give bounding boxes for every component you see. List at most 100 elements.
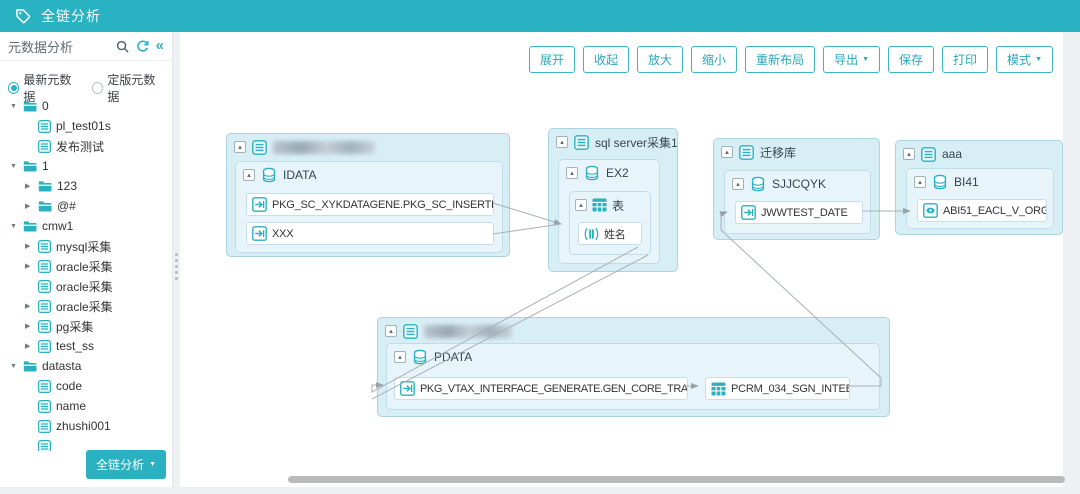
database-box-idata[interactable]: IDATA PKG_SC_XYKDATAGENE.PKG_SC_INSERTDA…	[235, 161, 503, 253]
expand-arrow-right-icon[interactable]: ▶	[25, 263, 31, 270]
node-xxx[interactable]: XXX	[246, 222, 494, 245]
search-icon[interactable]	[116, 40, 129, 53]
collapse-group-button[interactable]	[914, 176, 926, 188]
doc-icon	[38, 399, 51, 413]
metadata-version-radios: 最新元数据 定版元数据	[0, 61, 172, 111]
expand-arrow-right-icon[interactable]: ▶	[25, 303, 31, 310]
radio-latest-metadata[interactable]: 最新元数据	[8, 71, 80, 105]
toolbar-button-放大[interactable]: 放大	[637, 46, 684, 73]
tree-item-datasta[interactable]: ▼datasta	[0, 356, 172, 376]
tree-item-oracle采集[interactable]: oracle采集	[0, 276, 172, 296]
expand-arrow-right-icon[interactable]: ▶	[25, 243, 31, 250]
collapse-group-button[interactable]	[721, 146, 733, 158]
lineage-canvas[interactable]: 展开 收起放大缩小重新布局导出保存打印 模式 IDATA PKG_SC_XYKDAT…	[180, 32, 1065, 487]
group-sqlserver[interactable]: sql server采集1 EX2 表 姓名	[548, 128, 678, 272]
refresh-icon[interactable]	[136, 39, 149, 53]
node-label: JWWTEST_DATE	[761, 206, 848, 219]
collapse-group-button[interactable]	[575, 199, 587, 211]
tree-item-1[interactable]: ▼1	[0, 156, 172, 176]
horizontal-scrollbar[interactable]	[288, 476, 1065, 483]
node-abi51-eacl-v-org[interactable]: ABI51_EACL_V_ORG	[917, 199, 1047, 222]
toolbar-button-label: 模式	[1007, 53, 1032, 67]
expand-arrow-right-icon[interactable]: ▶	[25, 203, 31, 210]
tree-item-label: oracle采集	[56, 299, 113, 314]
collapse-group-button[interactable]	[903, 148, 915, 160]
toolbar-button-重新布局[interactable]: 重新布局	[745, 46, 816, 73]
tree-item-name[interactable]: name	[0, 396, 172, 416]
tree-item-test_ss[interactable]: ▶test_ss	[0, 336, 172, 356]
database-box-pdata[interactable]: PDATA PKG_VTAX_INTERFACE_GENERATE.GEN_CO…	[386, 343, 880, 410]
datasource-icon	[739, 144, 754, 160]
tree-item-0[interactable]: ▼0	[0, 96, 172, 116]
full-chain-analysis-label: 全链分析	[96, 458, 145, 472]
collapse-group-button[interactable]	[385, 325, 397, 337]
tree-item-@#[interactable]: ▶@#	[0, 196, 172, 216]
expand-arrow-right-icon[interactable]: ▶	[25, 323, 31, 330]
procedure-icon	[252, 226, 267, 241]
tree-item-zhushi001[interactable]: zhushi001	[0, 416, 172, 436]
table-group-name: 表	[612, 198, 625, 213]
expand-arrow-right-icon[interactable]: ▶	[25, 183, 31, 190]
toolbar-button-模式[interactable]: 模式	[996, 46, 1053, 73]
node-label: 姓名	[604, 228, 626, 241]
tree-item-label: 发布测试	[56, 139, 105, 154]
tree-item-oracle采集[interactable]: ▶oracle采集	[0, 256, 172, 276]
tree-item-mysql采集[interactable]: ▶mysql采集	[0, 236, 172, 256]
tree-item-label: zhushi001	[56, 419, 111, 433]
collapse-group-button[interactable]	[732, 178, 744, 190]
collapse-group-button[interactable]	[234, 141, 246, 153]
panel-splitter-handle[interactable]	[174, 253, 179, 285]
expand-arrow-right-icon[interactable]: ▶	[25, 343, 31, 350]
toolbar-button-保存[interactable]: 保存	[888, 46, 935, 73]
group-aaa[interactable]: aaa BI41 ABI51_EACL_V_ORG	[895, 140, 1063, 235]
tree-item-发布测试[interactable]: 发布测试	[0, 136, 172, 156]
node-pkg-sc-insertdata[interactable]: PKG_SC_XYKDATAGENE.PKG_SC_INSERTDATA	[246, 193, 494, 216]
tree-item-pl_test01s[interactable]: pl_test01s	[0, 116, 172, 136]
toolbar-button-label: 展开	[539, 53, 564, 67]
expand-arrow-down-icon[interactable]: ▼	[10, 362, 17, 370]
node-name-column[interactable]: 姓名	[578, 222, 642, 245]
collapse-group-button[interactable]	[566, 167, 578, 179]
full-chain-analysis-button[interactable]: 全链分析	[86, 450, 166, 479]
node-label: PCRM_034_SGN_INTEBANK	[731, 382, 849, 395]
group-title: sql server采集1	[595, 135, 678, 150]
node-pkg-vtax-gen-core-tran-type[interactable]: PKG_VTAX_INTERFACE_GENERATE.GEN_CORE_TRA…	[394, 377, 688, 400]
node-pcrm-034-sgn-intebank[interactable]: PCRM_034_SGN_INTEBANK	[705, 377, 850, 400]
toolbar-button-收起[interactable]: 收起	[583, 46, 630, 73]
database-box-bi41[interactable]: BI41 ABI51_EACL_V_ORG	[906, 168, 1054, 229]
tree-item-oracle采集[interactable]: ▶ oracle采集	[0, 296, 172, 316]
group-redacted-2[interactable]: PDATA PKG_VTAX_INTERFACE_GENERATE.GEN_CO…	[377, 317, 890, 417]
expand-arrow-down-icon[interactable]: ▼	[10, 102, 17, 110]
database-icon	[932, 174, 948, 190]
view-icon	[923, 203, 938, 218]
folder-icon	[38, 180, 52, 192]
toolbar-button-导出[interactable]: 导出	[823, 46, 881, 73]
database-box-sjjcqyk[interactable]: SJJCQYK JWWTEST_DATE	[724, 170, 871, 234]
tree-item-label: 1	[42, 159, 49, 173]
toolbar-button-打印[interactable]: 打印	[942, 46, 989, 73]
procedure-icon	[741, 205, 756, 220]
datasource-icon	[403, 323, 418, 339]
collapse-group-button[interactable]	[243, 169, 255, 181]
node-jwwtest-date[interactable]: JWWTEST_DATE	[735, 201, 863, 224]
toolbar-button-缩小[interactable]: 缩小	[691, 46, 738, 73]
group-migration[interactable]: 迁移库 SJJCQYK JWWTEST_DATE	[713, 138, 880, 240]
tree-item-cmw1[interactable]: ▼cmw1	[0, 216, 172, 236]
tree-item-code[interactable]: code	[0, 376, 172, 396]
group-redacted-1[interactable]: IDATA PKG_SC_XYKDATAGENE.PKG_SC_INSERTDA…	[226, 133, 510, 257]
sidebar-panel-header: 元数据分析 «	[0, 32, 172, 61]
table-group-box[interactable]: 表 姓名	[569, 191, 651, 255]
toolbar-button-展开[interactable]: 展开	[528, 46, 575, 73]
tree-item-123[interactable]: ▶123	[0, 176, 172, 196]
expand-arrow-down-icon[interactable]: ▼	[10, 162, 17, 170]
radio-versioned-metadata[interactable]: 定版元数据	[92, 71, 164, 105]
collapse-group-button[interactable]	[556, 136, 568, 148]
collapse-panel-icon[interactable]: «	[155, 36, 164, 54]
database-box-ex2[interactable]: EX2 表 姓名	[558, 159, 660, 264]
tree-item-pg采集[interactable]: ▶pg采集	[0, 316, 172, 336]
collapse-group-button[interactable]	[394, 351, 406, 363]
node-label: ABI51_EACL_V_ORG	[943, 204, 1047, 217]
expand-arrow-down-icon[interactable]: ▼	[10, 222, 17, 230]
